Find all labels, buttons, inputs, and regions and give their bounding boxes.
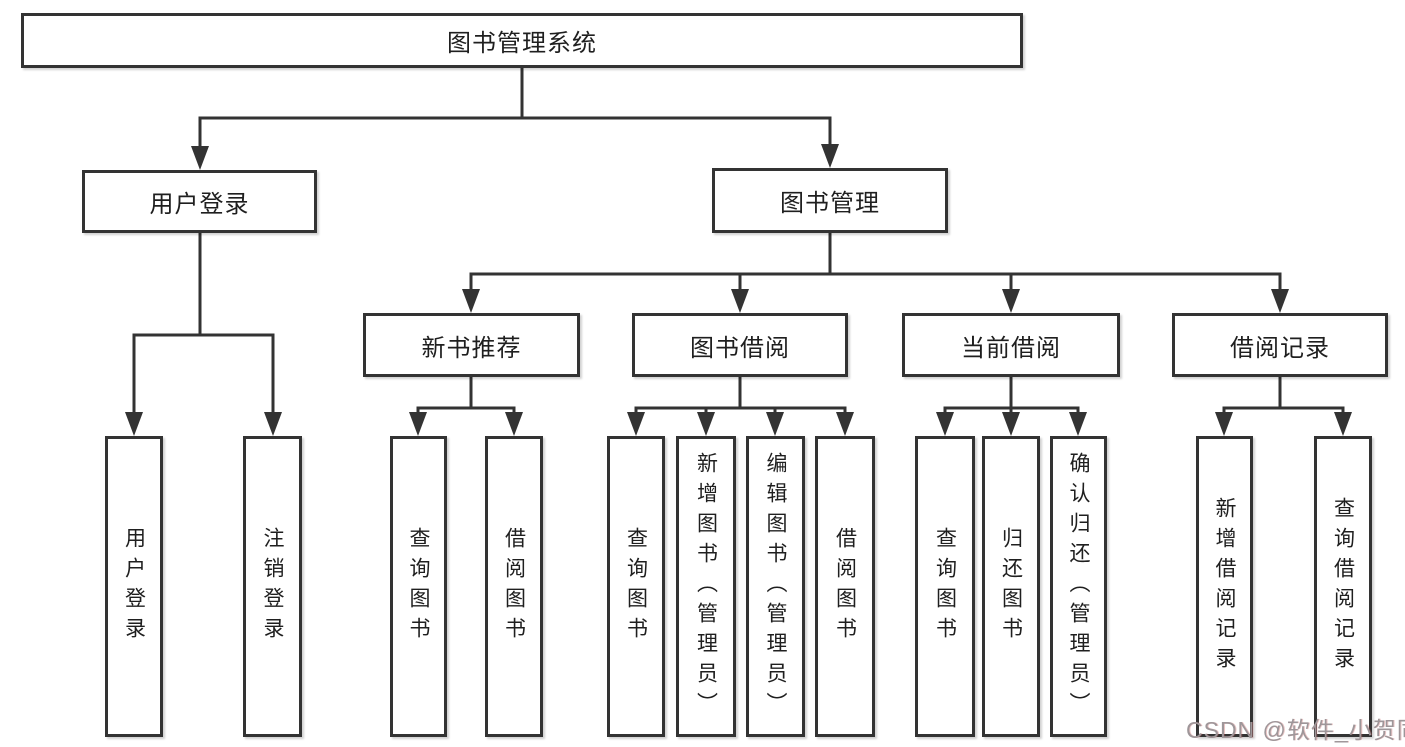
arrowhead (1069, 412, 1087, 436)
leaf-logout: 注销登录 (243, 436, 302, 737)
edge-current-borrow-branch (943, 377, 1080, 417)
arrowhead (505, 412, 523, 436)
arrowhead (1002, 289, 1020, 313)
leaf-query-books-borrow: 查询图书 (607, 436, 665, 737)
node-book-borrow: 图书借阅 (632, 313, 848, 377)
leaf-label: 新增图书（管理员） (694, 451, 718, 722)
arrowhead (264, 412, 282, 436)
arrowhead (936, 412, 954, 436)
edge-user-login-branch (132, 233, 275, 417)
leaf-label: 查询借阅记录 (1331, 496, 1355, 677)
arrowhead (1271, 289, 1289, 313)
leaf-query-books-recommend: 查询图书 (390, 436, 447, 737)
leaf-label: 借阅图书 (502, 526, 526, 647)
leaf-edit-books-admin: 编辑图书（管理员） (746, 436, 805, 737)
leaf-borrow-books-recommend: 借阅图书 (485, 436, 543, 737)
leaf-label: 确认归还（管理员） (1067, 451, 1090, 722)
arrowhead (1334, 412, 1352, 436)
leaf-label: 新增借阅记录 (1213, 496, 1236, 677)
node-borrow-records: 借阅记录 (1172, 313, 1388, 377)
node-new-book-recommend: 新书推荐 (363, 313, 580, 377)
node-current-borrow: 当前借阅 (902, 313, 1120, 377)
edge-root-to-book-mgmt (522, 116, 832, 150)
leaf-add-books-admin: 新增图书（管理员） (676, 436, 736, 737)
leaf-query-books-current: 查询图书 (915, 436, 975, 737)
arrowhead (697, 412, 715, 436)
arrowhead (125, 412, 143, 436)
leaf-label: 用户登录 (122, 526, 146, 647)
edge-borrow-records-branch (1222, 377, 1345, 417)
leaf-return-books: 归还图书 (982, 436, 1040, 737)
leaf-label: 注销登录 (261, 526, 284, 647)
leaf-label: 归还图书 (999, 526, 1023, 647)
leaf-label: 借阅图书 (833, 526, 857, 647)
leaf-confirm-return-admin: 确认归还（管理员） (1050, 436, 1107, 737)
leaf-label: 查询图书 (933, 526, 957, 647)
arrowhead (821, 144, 839, 168)
arrowhead (836, 412, 854, 436)
csdn-watermark: CSDN @软件_小贺同学 (1186, 717, 1405, 743)
edge-book-borrow-branch (634, 377, 847, 417)
leaf-user-login: 用户登录 (105, 436, 163, 737)
arrowhead (409, 412, 427, 436)
leaf-borrow-books: 借阅图书 (815, 436, 875, 737)
node-book-mgmt: 图书管理 (712, 168, 948, 233)
edge-new-book-branch (416, 377, 516, 417)
arrowhead (731, 289, 749, 313)
arrowhead (462, 289, 480, 313)
arrowhead (627, 412, 645, 436)
edge-root-to-user-login (198, 116, 522, 152)
leaf-query-borrow-record: 查询借阅记录 (1314, 436, 1372, 737)
leaf-label: 查询图书 (407, 526, 430, 647)
leaf-label: 编辑图书（管理员） (764, 451, 787, 722)
arrowhead (1215, 412, 1233, 436)
edge-book-mgmt-branch (469, 233, 1282, 295)
arrowhead (191, 146, 209, 170)
node-user-login: 用户登录 (82, 170, 317, 233)
node-book-mgmt-system: 图书管理系统 (21, 13, 1023, 68)
leaf-add-borrow-record: 新增借阅记录 (1196, 436, 1253, 737)
leaf-label: 查询图书 (624, 526, 648, 647)
arrowhead (1002, 412, 1020, 436)
arrowhead (766, 412, 784, 436)
